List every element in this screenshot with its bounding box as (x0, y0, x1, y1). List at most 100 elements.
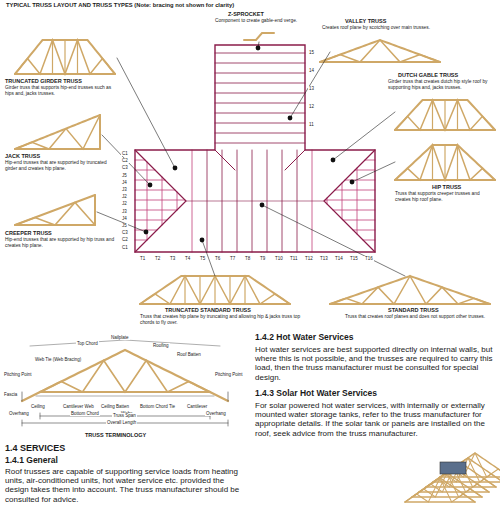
truss-name: STANDARD TRUSS (388, 307, 439, 313)
jack-line (343, 220, 375, 221)
jack-line (335, 190, 375, 191)
truss-line (342, 183, 343, 219)
part-label: Overhang (205, 411, 227, 416)
jack-line (135, 170, 155, 171)
web (40, 361, 210, 393)
figure-caption: TRUSS TERMINOLOGY (85, 432, 146, 438)
callout-number: 13 (308, 86, 315, 91)
wing-truss-line (215, 93, 305, 94)
web (395, 100, 495, 130)
truss-description: Girder truss that creates dutch hip styl… (388, 79, 496, 90)
top-chord (15, 115, 100, 149)
bottom-chord (412, 496, 482, 497)
truss-name: CREEPER TRUSS (5, 230, 52, 236)
plan-outline (135, 45, 375, 252)
section-heading: 1.4.3 Solar Hot Water Services (255, 389, 377, 399)
web (15, 40, 115, 74)
leader-line (97, 212, 146, 232)
callout-number: 12 (308, 104, 315, 109)
part-label: Overall Length (106, 420, 137, 425)
section-heading: 1.4.1 General (5, 456, 58, 466)
dimension-tick (40, 413, 41, 419)
leader-line (290, 52, 330, 118)
part-label: Top Chord (76, 341, 99, 346)
callout-number: T6 (214, 256, 221, 261)
end-post (99, 115, 101, 149)
vertical-web (457, 145, 458, 180)
truss-line (177, 192, 178, 210)
part-label: Overhang (8, 411, 30, 416)
ceiling-line (36, 396, 214, 397)
vertical-web (444, 100, 445, 130)
callout-dot (256, 46, 261, 51)
truss-description: Component to create gable-end verge. (215, 18, 297, 24)
page-title: TYPICAL TRUSS LAYOUT AND TRUSS TYPES (No… (5, 2, 235, 9)
top-chord (15, 40, 115, 74)
truss-line (162, 177, 163, 225)
bottom-chord (419, 491, 489, 492)
jack-line (135, 200, 185, 201)
web (440, 453, 500, 477)
web (320, 40, 440, 62)
vertical-web (52, 40, 53, 74)
jack-line (363, 240, 375, 241)
callout-number: J4 (121, 216, 128, 221)
top-chord (395, 100, 495, 130)
top-chord (140, 276, 290, 304)
callout-number: T8 (244, 256, 251, 261)
callout-number: J5 (121, 223, 128, 228)
wing-truss-line (215, 83, 305, 84)
vertical-web (199, 276, 200, 304)
roofing-line (30, 340, 220, 346)
bottom-chord (426, 486, 496, 487)
part-label: Ceiling Batten (100, 404, 130, 409)
fascia-line (228, 392, 229, 401)
jack-line (135, 240, 147, 241)
vertical-web (444, 145, 445, 180)
callout-dot (331, 158, 336, 163)
part-label: Roof Batten (176, 352, 202, 357)
leader-line (333, 112, 395, 160)
callout-number: J2 (121, 194, 128, 199)
truss-name: Z-SPROCKET (228, 11, 264, 17)
standard-truss (330, 276, 490, 304)
callout-dot (260, 203, 265, 208)
callout-number: J3 (121, 187, 128, 192)
truss-description: Truss that creates hip plane by truncati… (140, 314, 305, 325)
truss-name: VALLEY TRUSS (345, 18, 386, 24)
vertical-web (214, 276, 215, 304)
bottom-chord (433, 481, 500, 482)
wing-truss-line (215, 53, 305, 54)
truncated-girder-truss (15, 40, 115, 74)
callout-number: J2 (121, 201, 128, 206)
wing-truss-line (215, 143, 305, 144)
vertical-web (432, 100, 433, 130)
section-heading: 1.4.2 Hot Water Services (255, 333, 353, 343)
bottom-chord (405, 501, 475, 502)
callout-number: C2 (121, 158, 129, 163)
truss-name: JACK TRUSS (5, 153, 40, 159)
solar-roof-truss (440, 453, 500, 477)
callout-number: T15 (349, 256, 359, 261)
jack-line (135, 220, 167, 221)
web (140, 276, 290, 304)
callout-number: T16 (364, 256, 374, 261)
bottom-chord (440, 476, 500, 477)
leader-line (102, 135, 150, 185)
fascia-line (22, 392, 23, 401)
callout-dot (148, 183, 153, 188)
valley-line (285, 150, 305, 170)
section-heading: 1.4 SERVICES (5, 443, 65, 453)
vertical-web (229, 276, 230, 304)
truss-description: Girder truss that supports hip-end truss… (5, 85, 117, 96)
callout-number: C1 (121, 245, 129, 250)
callout-number: C3 (121, 165, 129, 170)
callout-number: T5 (199, 256, 206, 261)
callout-dot (173, 166, 178, 171)
truss-description: Truss that supports creeper trusses and … (395, 191, 495, 202)
callout-dot (288, 116, 293, 121)
callout-number: J4 (121, 180, 128, 185)
callout-number: T7 (229, 256, 236, 261)
valley-truss (320, 40, 440, 62)
dutch-gable-truss (395, 100, 495, 130)
